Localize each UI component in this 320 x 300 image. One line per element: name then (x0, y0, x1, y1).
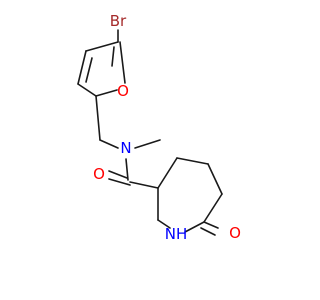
bond-n-methyl (134, 139, 161, 149)
atom-label-lactam-o: O (229, 224, 241, 242)
bond-o-c5 (119, 41, 126, 84)
bond-ring-c6-c7 (203, 193, 223, 223)
bond-ring-c3-c4 (157, 157, 178, 189)
bond-ring-c7-n (184, 221, 205, 233)
bond-ch2-n (99, 139, 119, 149)
bond-co-2 (108, 178, 131, 186)
bond-ring-c5-c6 (207, 163, 223, 195)
bond-c2-ch2 (95, 95, 101, 141)
bond-lactam-co-1 (203, 221, 219, 229)
atom-labels-layer: Br O N O NH O (93, 12, 241, 243)
molecule-diagram: Br O N O NH O (77, 12, 241, 243)
atom-label-br: Br (110, 12, 127, 30)
bonds-layer (77, 29, 223, 236)
bond-c4-c3-double (85, 57, 93, 83)
atom-label-ring-nh: NH (165, 225, 188, 243)
bond-c2-o (95, 89, 118, 97)
bond-carbonyl-c3 (129, 181, 159, 189)
bond-c3-c2 (77, 83, 97, 97)
structure-canvas: Br O N O NH O (77, 12, 241, 243)
bond-ring-n-c2 (157, 219, 171, 229)
atom-label-amide-n: N (120, 139, 131, 157)
atom-label-furan-o: O (117, 82, 129, 100)
bond-lactam-co-2 (200, 227, 216, 236)
bond-c2-c5-double-inner (111, 46, 115, 67)
bond-ring-c4-c5 (176, 157, 209, 165)
bond-n-carbonyl (125, 158, 129, 181)
bond-c4-c3 (77, 50, 87, 85)
atom-label-carbonyl-o: O (93, 165, 105, 183)
bond-c5-c4 (85, 41, 119, 52)
bond-co-1 (108, 170, 128, 179)
